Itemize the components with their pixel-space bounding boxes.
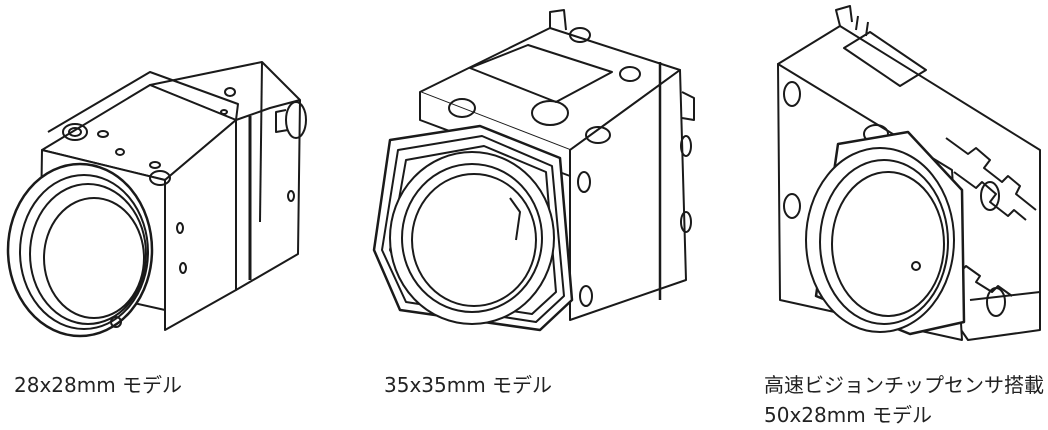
product-caption: 35x35mm モデル — [384, 370, 552, 400]
camera-50x28-drawing — [777, 5, 1041, 341]
product-card-50x28: 高速ビジョンチップセンサ搭載 50x28mm モデル — [740, 0, 1048, 430]
product-card-35x35: 35x35mm モデル — [360, 0, 700, 430]
caption-line: 高速ビジョンチップセンサ搭載 — [764, 373, 1044, 397]
caption-line: 28x28mm モデル — [14, 373, 183, 397]
camera-28x28-drawing — [6, 61, 307, 338]
camera-35x35-drawing — [372, 9, 695, 332]
product-caption: 高速ビジョンチップセンサ搭載 50x28mm モデル — [764, 370, 1044, 430]
product-card-28x28: 28x28mm モデル — [0, 0, 340, 430]
caption-line: 35x35mm モデル — [384, 373, 553, 397]
product-caption: 28x28mm モデル — [14, 370, 182, 400]
caption-line: 50x28mm モデル — [764, 403, 933, 427]
